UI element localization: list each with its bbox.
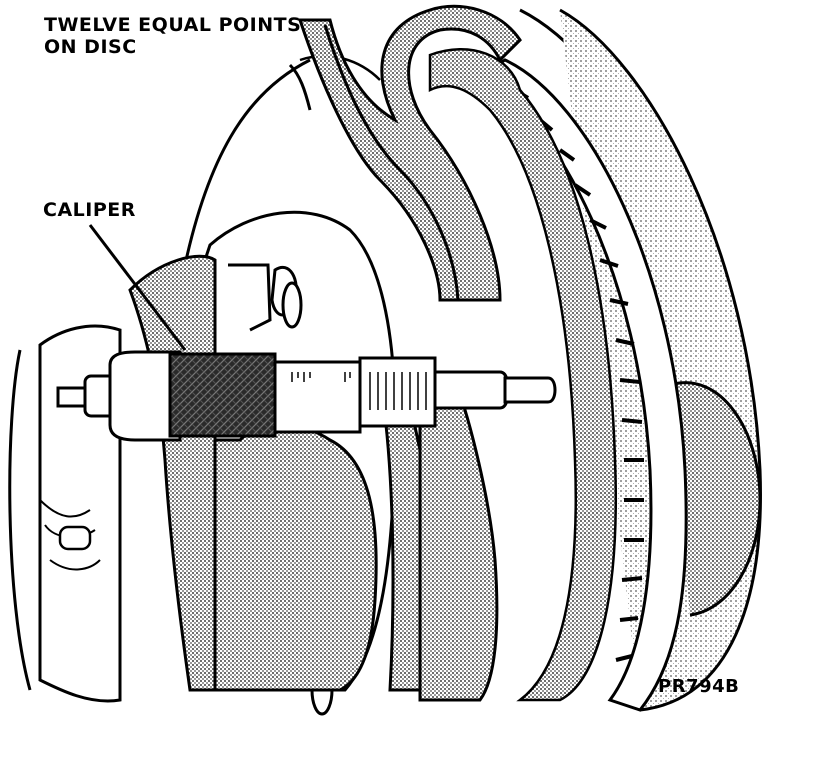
title-leader-line [288,63,312,111]
hub-flange [8,324,122,703]
caliper-leader-line [88,224,187,351]
brake-disc [297,4,522,302]
rotor [428,8,762,712]
caliper-label: CALIPER [43,199,136,221]
figure-code: PR794B [658,676,740,697]
leader-lines [88,63,312,351]
title-line-1: TWELVE EQUAL POINTS [44,14,302,36]
micrometer-icon [56,350,557,442]
title-line-2: ON DISC [44,36,137,58]
